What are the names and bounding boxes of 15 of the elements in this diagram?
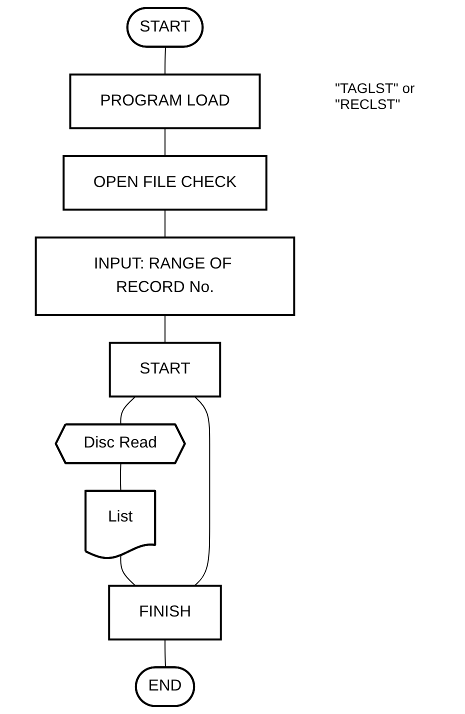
connector <box>194 396 210 586</box>
node-box: FINISH <box>108 584 222 640</box>
connector <box>120 555 136 586</box>
connector <box>120 463 122 492</box>
connector <box>164 314 166 344</box>
connector <box>120 396 136 426</box>
node-box: PROGRAM LOAD <box>69 74 261 130</box>
node-box: INPUT: RANGE OF RECORD No. <box>34 236 296 316</box>
node-box: START <box>108 342 222 398</box>
connector <box>164 209 166 238</box>
connector <box>164 128 166 157</box>
connector <box>164 638 166 668</box>
note-text: "TAGLST" or "RECLST" <box>335 80 416 112</box>
connector <box>164 46 166 76</box>
node-box: OPEN FILE CHECK <box>62 155 268 211</box>
